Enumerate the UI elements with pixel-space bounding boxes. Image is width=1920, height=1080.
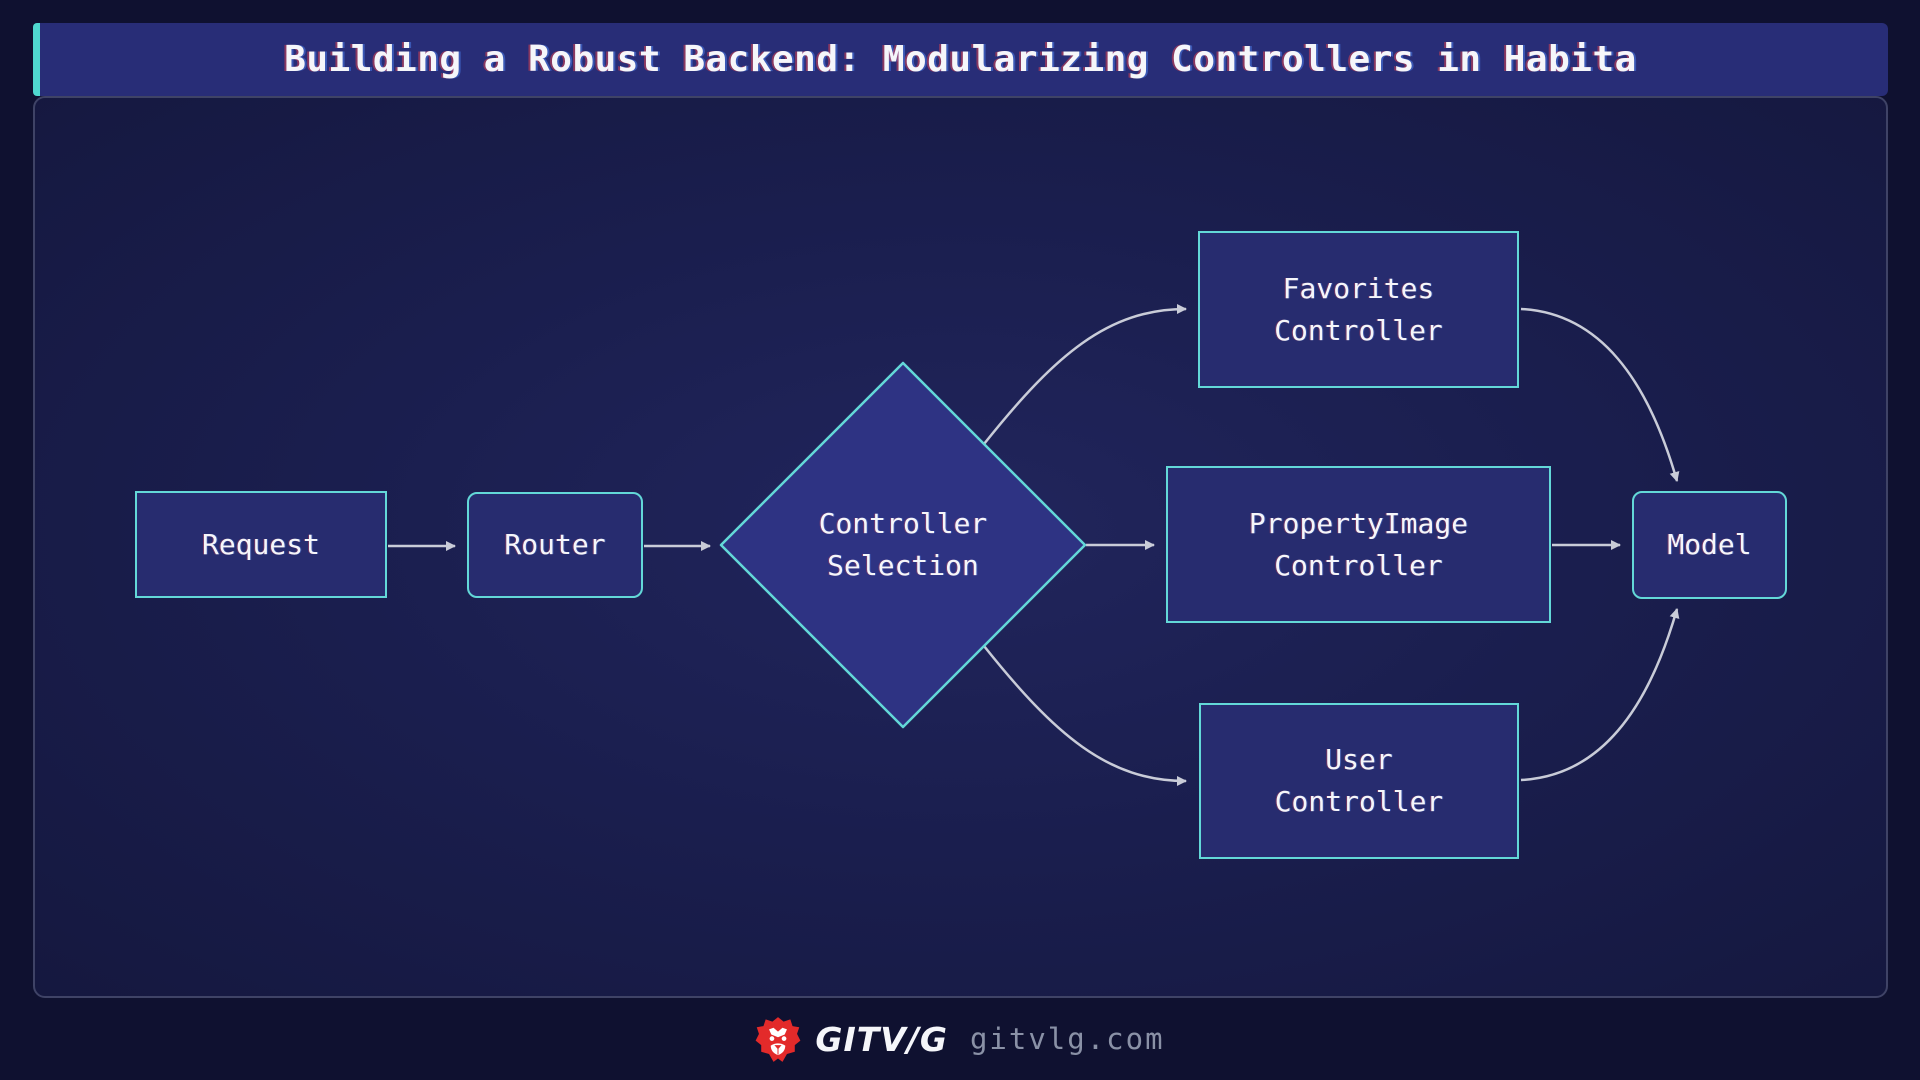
lion-icon xyxy=(756,1016,801,1062)
node-favorites-controller: Favorites Controller xyxy=(1198,231,1519,388)
favorites-label-line1: Favorites xyxy=(1282,271,1435,305)
decision-label-line2: Selection xyxy=(827,549,979,582)
user-label-line2: Controller xyxy=(1274,785,1444,818)
favorites-label-line2: Controller xyxy=(1274,313,1443,347)
node-request-label: Request xyxy=(201,527,320,561)
title-bar: Building a Robust Backend: Modularizing … xyxy=(33,23,1888,96)
propertyimage-label-line2: Controller xyxy=(1274,548,1443,582)
node-user-controller: User Controller xyxy=(1199,703,1519,859)
node-model: Model xyxy=(1632,491,1787,599)
brand-text: GITV/G xyxy=(815,1019,948,1059)
footer-domain: gitvlg.com xyxy=(969,1022,1165,1056)
decision-label-line1: Controller xyxy=(818,507,988,540)
title-accent-bar xyxy=(33,23,40,96)
node-propertyimage-controller: PropertyImage Controller xyxy=(1166,466,1551,623)
propertyimage-label-line1: PropertyImage xyxy=(1248,506,1469,540)
node-model-label: Model xyxy=(1667,528,1752,561)
user-label-line1: User xyxy=(1325,743,1393,776)
footer: GITV/G gitvlg.com xyxy=(0,998,1920,1080)
node-request: Request xyxy=(135,491,387,598)
node-router: Router xyxy=(467,492,643,598)
node-router-label: Router xyxy=(504,528,606,561)
decision-controller-selection: Controller Selection xyxy=(753,485,1053,605)
page-title: Building a Robust Backend: Modularizing … xyxy=(284,39,1637,80)
